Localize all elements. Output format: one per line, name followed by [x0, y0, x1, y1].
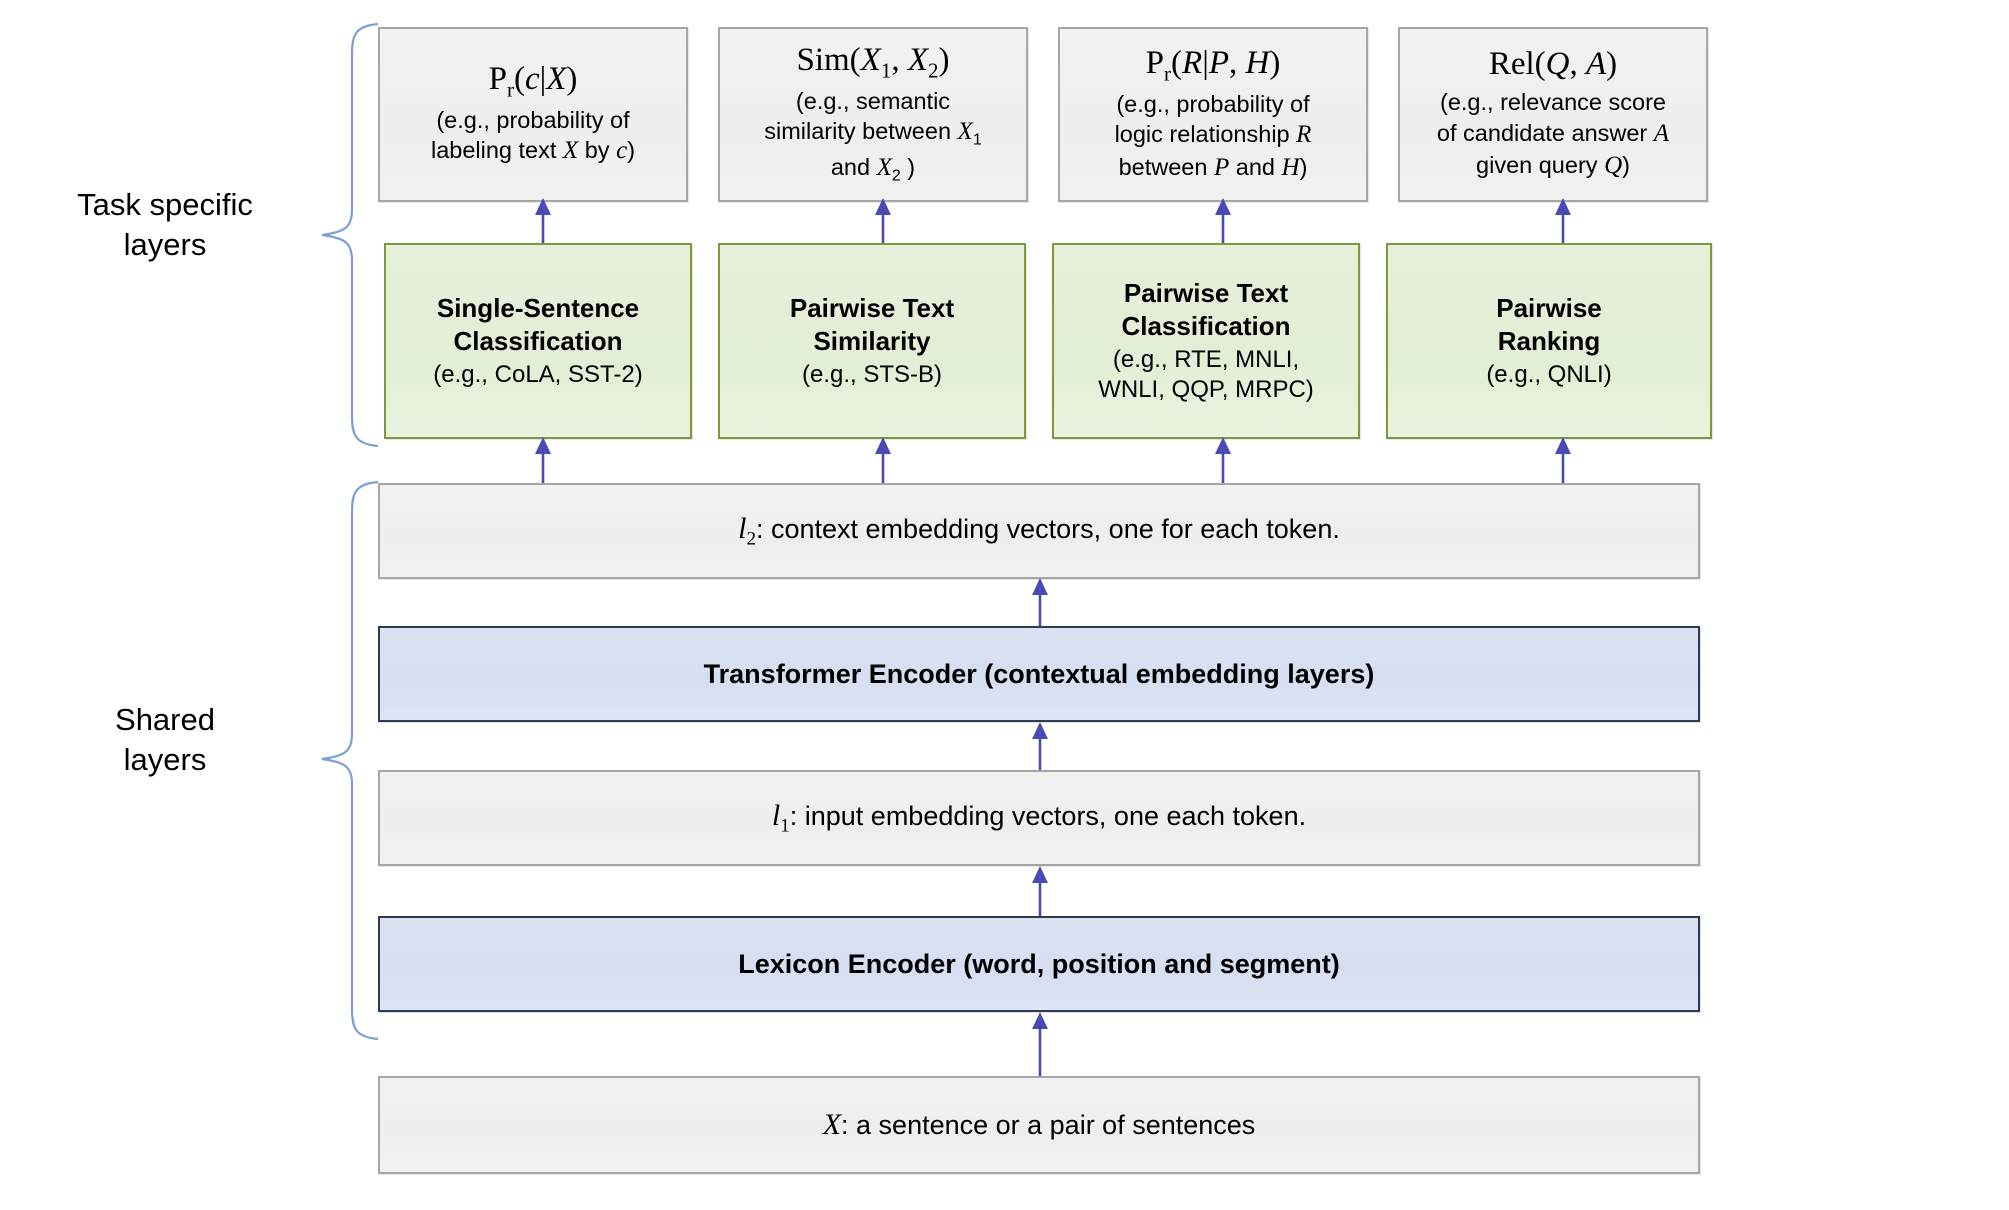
arrow-l2-to-task1: [875, 437, 891, 483]
task-examples-0-line1: (e.g., CoLA, SST-2): [433, 360, 643, 388]
arrow-task3-to-output3: [1555, 198, 1571, 246]
lexicon-encoder-label: Lexicon Encoder (word, position and segm…: [738, 948, 1340, 979]
arrow-task0-to-output0: [535, 198, 551, 246]
task-title-0-line1: Single-Sentence: [436, 293, 640, 324]
layer-bar-l2-context-embedding: l2: context embedding vectors, one for e…: [378, 483, 1700, 579]
label-task-specific-layers: Task specific layers: [40, 185, 290, 266]
arrow-transformer-to-l2: [1032, 578, 1048, 628]
label-shared-layers: Shared layers: [40, 700, 290, 781]
arrow-task2-to-output2: [1215, 198, 1231, 246]
l1-bar-suffix: : input embedding vectors, one each toke…: [789, 801, 1307, 832]
input-bar-suffix: : a sentence or a pair of sentences: [841, 1109, 1256, 1140]
task-specific-label-line2: layers: [123, 227, 207, 263]
task-examples-2-line1: (e.g., RTE, MNLI,: [1112, 345, 1300, 373]
arrow-lexicon-to-l1: [1032, 866, 1048, 916]
shared-layers-brace: [321, 480, 379, 1041]
input-bar-sentence: X: a sentence or a pair of sentences: [378, 1076, 1700, 1174]
l1-bar-label: l1: input embedding vectors, one each to…: [771, 799, 1307, 837]
layer-bar-lexicon-encoder[interactable]: Lexicon Encoder (word, position and segm…: [378, 916, 1700, 1012]
task-box-pairwise-text-similarity[interactable]: Pairwise Text Similarity (e.g., STS-B): [718, 243, 1026, 439]
output-formula-0: Pr(c|X): [488, 61, 578, 102]
task-title-1-line2: Similarity: [813, 325, 931, 356]
task-specific-brace: [321, 22, 379, 448]
task-title-1-line1: Pairwise Text: [789, 293, 955, 324]
arrow-task1-to-output1: [875, 198, 891, 246]
arrow-l2-to-task3: [1555, 437, 1571, 483]
task-title-0-line2: Classification: [453, 325, 623, 356]
task-box-pairwise-text-classification[interactable]: Pairwise Text Classification (e.g., RTE,…: [1052, 243, 1360, 439]
shared-label-line1: Shared: [115, 702, 215, 737]
arrow-l1-to-transformer: [1032, 722, 1048, 772]
shared-label-line2: layers: [123, 742, 207, 778]
task-title-2-line2: Classification: [1121, 310, 1291, 341]
input-bar-label: X: a sentence or a pair of sentences: [822, 1107, 1256, 1141]
output-formula-2: Pr(R|P, H): [1145, 44, 1281, 86]
l2-bar-label: l2: context embedding vectors, one for e…: [738, 512, 1340, 550]
arrow-l2-to-task2: [1215, 437, 1231, 483]
output-formula-3: Rel(Q, A): [1488, 46, 1618, 83]
arrow-l2-to-task0: [535, 437, 551, 483]
layer-bar-transformer-encoder[interactable]: Transformer Encoder (contextual embeddin…: [378, 626, 1700, 722]
task-title-3-line1: Pairwise: [1496, 293, 1602, 324]
task-examples-3-line1: (e.g., QNLI): [1486, 360, 1612, 388]
l2-bar-suffix: : context embedding vectors, one for eac…: [755, 514, 1340, 545]
task-examples-2-line2: WNLI, QQP, MRPC): [1098, 375, 1314, 403]
task-examples-1-line1: (e.g., STS-B): [801, 360, 943, 388]
task-specific-label-line1: Task specific: [77, 187, 253, 222]
arrow-input-to-lexicon: [1032, 1012, 1048, 1078]
task-box-single-sentence-classification[interactable]: Single-Sentence Classification (e.g., Co…: [384, 243, 692, 439]
task-title-3-line2: Ranking: [1497, 325, 1601, 356]
output-formula-1: Sim(X1, X2): [796, 41, 950, 83]
layer-bar-l1-input-embedding: l1: input embedding vectors, one each to…: [378, 770, 1700, 866]
task-box-pairwise-ranking[interactable]: Pairwise Ranking (e.g., QNLI): [1386, 243, 1712, 439]
transformer-encoder-label: Transformer Encoder (contextual embeddin…: [703, 658, 1375, 689]
task-title-2-line1: Pairwise Text: [1123, 278, 1289, 309]
